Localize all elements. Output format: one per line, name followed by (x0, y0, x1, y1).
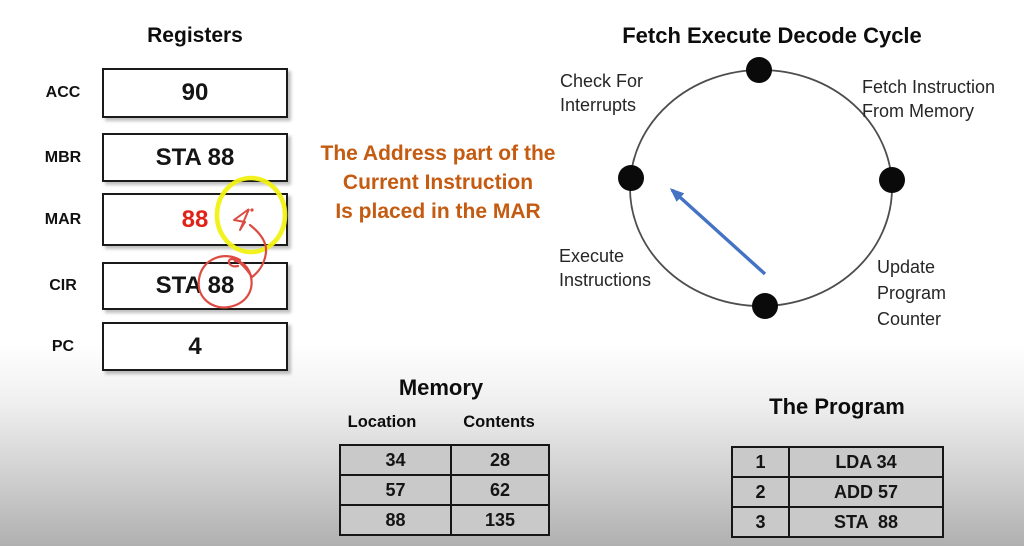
memory-location-cell: 34 (339, 444, 452, 476)
memory-table: 34 28 57 62 88 135 (339, 444, 550, 536)
program-row-highlighted: 3 STA 88 (731, 506, 944, 538)
stage-line: Fetch Instruction (862, 77, 996, 97)
stage-line: Instructions (559, 270, 652, 290)
cycle-node-dot-right (879, 167, 905, 193)
register-row-pc: PC 4 (24, 322, 288, 371)
program-instruction: STA 88 (788, 506, 944, 538)
cycle-title: Fetch Execute Decode Cycle (622, 23, 922, 48)
register-value-mar: 88 (102, 193, 288, 246)
register-value-cir: STA 88 (102, 262, 288, 310)
program-instruction: ADD 57 (788, 476, 944, 508)
memory-row: 88 135 (339, 504, 550, 536)
program-line-number: 3 (731, 506, 790, 538)
stage-line: Program (877, 283, 947, 303)
register-label-acc: ACC (45, 84, 81, 101)
stage-line: Update (877, 257, 936, 277)
stage-line: Check For (560, 71, 644, 91)
memory-row: 57 62 (339, 474, 550, 506)
memory-row: 34 28 (339, 444, 550, 476)
stage-line: Execute (559, 246, 625, 266)
cycle-stage-update-pc: Update Program Counter (877, 254, 997, 332)
memory-contents-cell: 28 (450, 444, 550, 476)
register-row-acc: ACC 90 (24, 68, 288, 118)
register-label-cir: CIR (49, 277, 77, 294)
register-label-mbr: MBR (44, 148, 82, 166)
register-value-mbr: STA 88 (102, 133, 288, 182)
register-label-pc: PC (51, 337, 75, 355)
memory-title: Memory (398, 375, 484, 400)
stage-line: From Memory (862, 101, 974, 121)
mar-explanation-note: The Address part of the Current Instruct… (288, 139, 588, 226)
register-value-acc: 90 (102, 68, 288, 118)
memory-header-contents: Contents (463, 413, 535, 431)
memory-contents-cell: 62 (450, 474, 550, 506)
program-title: The Program (769, 394, 905, 419)
register-value-pc: 4 (102, 322, 288, 371)
note-line: Current Instruction (342, 171, 534, 194)
register-label-mar: MAR (44, 210, 82, 228)
cycle-stage-execute-instructions: Execute Instructions (559, 244, 699, 292)
register-row-mar: MAR 88 (24, 193, 288, 246)
cycle-stage-check-interrupts: Check For Interrupts (560, 69, 690, 117)
register-row-mbr: MBR STA 88 (24, 133, 288, 182)
stage-line: Counter (877, 309, 942, 329)
note-line: Is placed in the MAR (335, 200, 541, 223)
program-instruction: LDA 34 (788, 446, 944, 478)
memory-location-cell: 88 (339, 504, 452, 536)
program-row: 2 ADD 57 (731, 476, 944, 508)
registers-title: Registers (147, 24, 243, 47)
register-row-cir: CIR STA 88 (24, 262, 288, 310)
program-line-number: 1 (731, 446, 790, 478)
memory-location-cell: 57 (339, 474, 452, 506)
cycle-stage-fetch-instruction: Fetch Instruction From Memory (862, 75, 1024, 123)
program-table: 1 LDA 34 2 ADD 57 3 STA 88 (731, 446, 944, 538)
cycle-node-dot-left (618, 165, 644, 191)
program-row: 1 LDA 34 (731, 446, 944, 478)
stage-line: Interrupts (560, 95, 637, 115)
cycle-node-dot-top (746, 57, 772, 83)
memory-header-location: Location (347, 413, 417, 431)
memory-contents-cell: 135 (450, 504, 550, 536)
cycle-node-dot-bottom (752, 293, 778, 319)
note-line: The Address part of the (320, 142, 556, 165)
program-line-number: 2 (731, 476, 790, 508)
